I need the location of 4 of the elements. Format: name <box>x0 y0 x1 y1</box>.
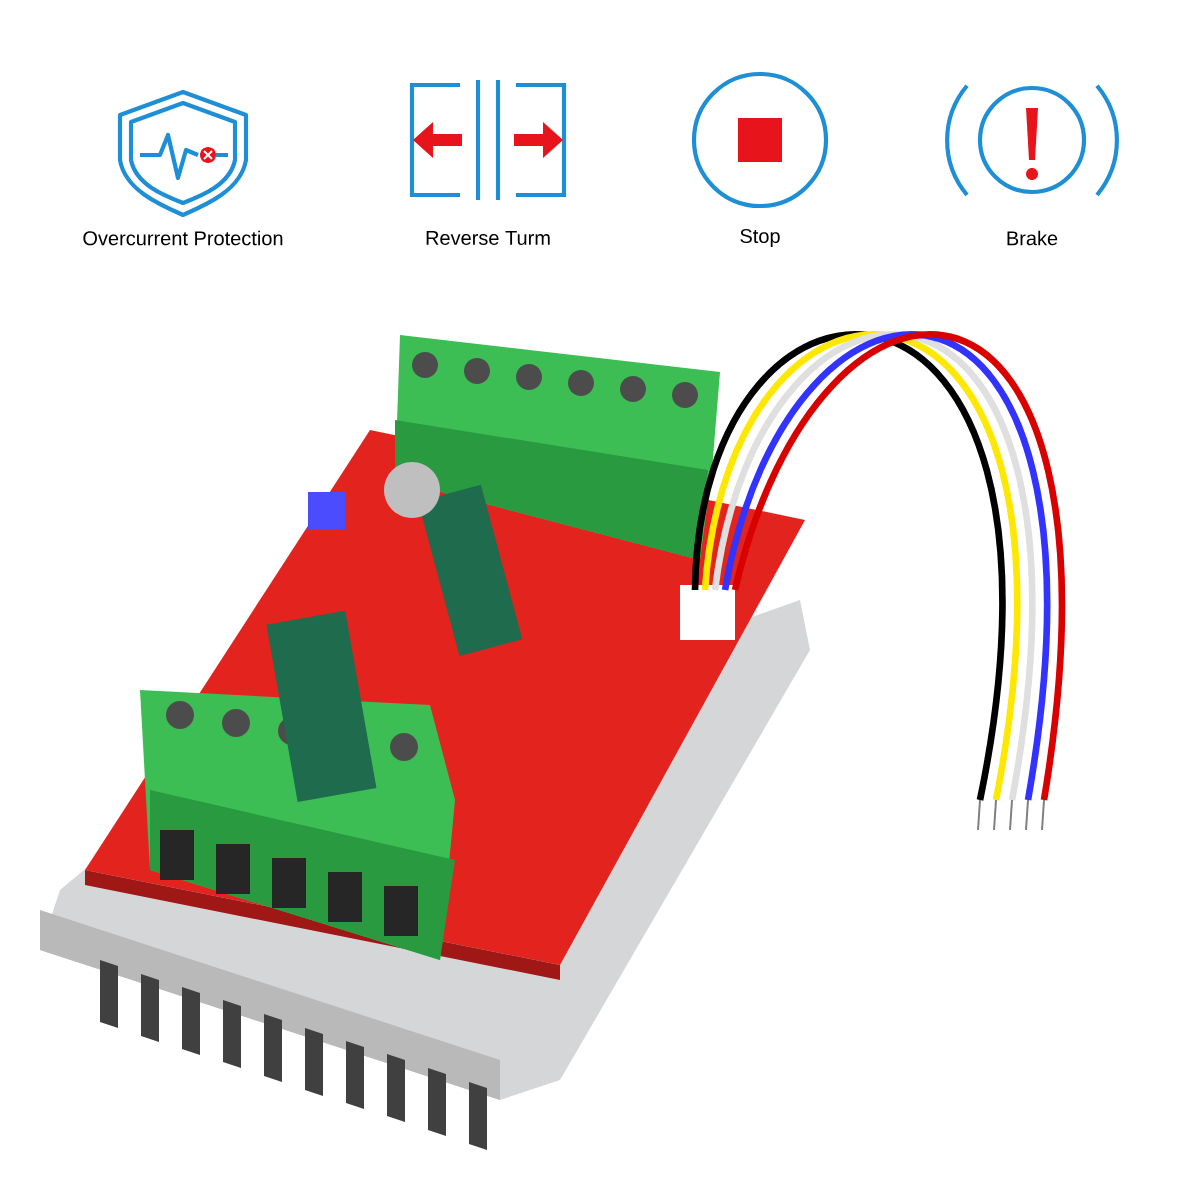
feature-label: Overcurrent Protection <box>83 230 283 246</box>
feature-label: Stop <box>740 228 780 248</box>
feature-label: Brake <box>1007 230 1058 246</box>
feature-label: Reverse Turm <box>426 231 550 245</box>
